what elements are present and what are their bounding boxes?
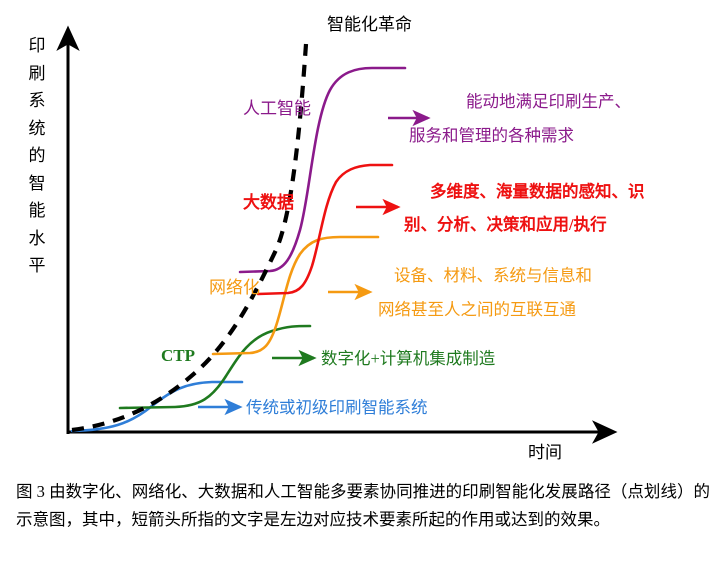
figure-diagram: 印 刷 系 统 的 智 能 水 平 时间 智能化革命 人工智能 大数据 网络化 … — [22, 15, 645, 462]
description-ai-line2: 服务和管理的各种需求 — [409, 126, 574, 145]
y-axis-label-ch: 统 — [28, 118, 46, 138]
x-axis-label: 时间 — [528, 443, 562, 462]
y-axis-label-ch: 平 — [28, 256, 46, 276]
curve-label-ctp: CTP — [161, 346, 195, 365]
curve-purple — [238, 66, 407, 274]
y-axis-label-ch: 印 — [28, 36, 46, 55]
y-axis-label-ch: 智 — [28, 173, 46, 193]
description-network-line2: 网络甚至人之间的互联互通 — [378, 300, 576, 319]
curve-label-bigdata: 大数据 — [243, 193, 294, 212]
y-axis-label-ch: 水 — [28, 228, 46, 248]
description-network-line1: 设备、材料、系统与信息和 — [394, 266, 592, 285]
curve-red — [256, 163, 394, 296]
curve-label-ai: 人工智能 — [243, 99, 311, 118]
y-axis-label-ch: 能 — [28, 201, 46, 221]
y-axis-label-ch: 的 — [28, 146, 46, 166]
y-axis-label-ch: 系 — [28, 91, 46, 111]
description-ai-line1: 能动地满足印刷生产、 — [466, 92, 631, 111]
description-traditional: 传统或初级印刷智能系统 — [246, 398, 428, 417]
curve-blue — [70, 380, 244, 433]
curve-label-network: 网络化 — [209, 278, 260, 297]
figure-caption: 图 3 由数字化、网络化、大数据和人工智能多要素协同推进的印刷智能化发展路径（点… — [16, 482, 710, 530]
description-ctp: 数字化+计算机集成制造 — [321, 349, 496, 368]
y-axis-label-ch: 刷 — [28, 63, 46, 83]
revolution-annotation: 智能化革命 — [327, 15, 412, 34]
y-axis-label: 印 刷 系 统 的 智 能 水 平 — [22, 32, 52, 280]
description-bigdata-line1: 多维度、海量数据的感知、识 — [430, 182, 645, 201]
diagram-svg — [56, 25, 618, 444]
trend-dashed-line — [71, 43, 309, 433]
description-bigdata-line2: 别、分析、决策和应用/执行 — [404, 215, 607, 234]
